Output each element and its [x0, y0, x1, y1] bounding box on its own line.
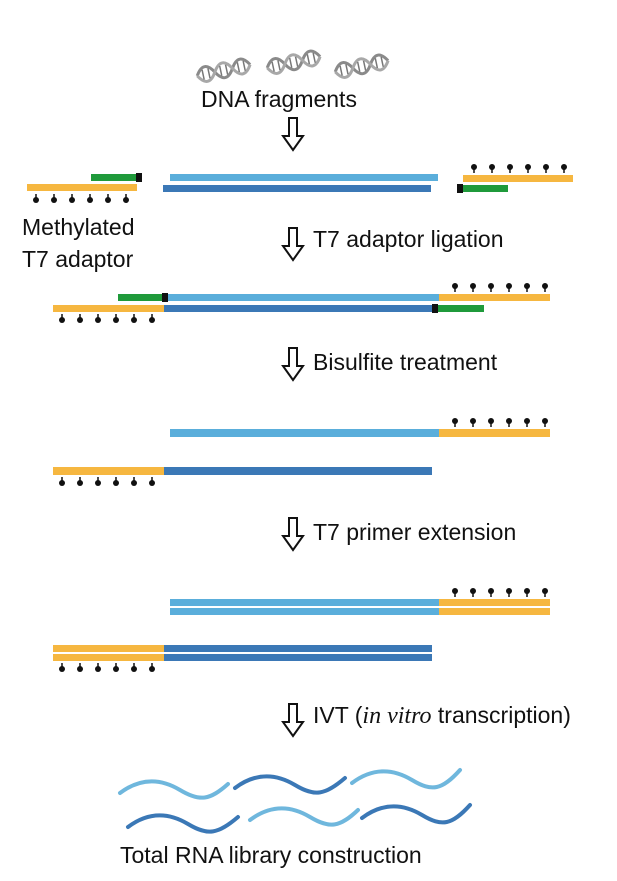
step-ligation-label: T7 adaptor ligation: [313, 226, 504, 252]
bisulfite-top-methyl-groups: [451, 417, 549, 428]
rna-transcript: [350, 768, 462, 790]
arrow-extension-icon: [282, 517, 304, 551]
right-adaptor-strand: [463, 175, 573, 182]
left-primer-strand: [91, 174, 136, 181]
arrow-ivt-icon: [282, 703, 304, 737]
rna-transcript: [233, 774, 347, 795]
rna-transcripts-icon: [118, 768, 472, 834]
ligated-bottom-cap: [432, 304, 438, 313]
ivt-prefix: IVT (: [313, 702, 363, 728]
ivt-suffix: transcription): [431, 702, 571, 728]
extension-top-adaptor-a: [439, 599, 550, 606]
fragment-top-strand: [170, 174, 438, 181]
arrow-bisulfite-icon: [282, 347, 304, 381]
ligated-bottom-methyl-groups: [58, 313, 156, 324]
bisulfite-top-fragment: [170, 429, 439, 437]
ligated-bottom-fragment: [164, 305, 432, 312]
step-extension-label: T7 primer extension: [313, 519, 517, 545]
stage-ligated: [53, 282, 550, 324]
extension-top-adaptor-b: [439, 608, 550, 615]
rna-transcript: [360, 803, 472, 825]
extension-bottom-methyl-groups: [58, 662, 156, 673]
right-adaptor-methyl-groups: [470, 163, 568, 174]
left-adaptor-methyl-groups: [32, 193, 130, 204]
stage-fragment-and-adaptors: [27, 163, 573, 204]
rna-transcript: [118, 779, 230, 800]
left-adaptor-strand: [27, 184, 137, 191]
bisulfite-bottom-methyl-groups: [58, 476, 156, 487]
ligated-top-fragment: [168, 294, 439, 301]
dna-fragments-label: DNA fragments: [201, 86, 357, 112]
ligated-top-methyl-groups: [451, 282, 549, 293]
step-bisulfite-label: Bisulfite treatment: [313, 349, 498, 375]
extension-bottom-fragment-b: [164, 654, 432, 661]
ligated-bottom-adaptor: [53, 305, 164, 312]
ligated-top-primer: [118, 294, 163, 301]
rna-transcript: [126, 813, 240, 834]
dna-helix-2: [265, 49, 322, 75]
extension-bottom-adaptor-a: [53, 645, 164, 652]
dna-fragments-icon: [195, 49, 390, 83]
left-adaptor-cap: [136, 173, 142, 182]
extension-top-fragment-a: [170, 599, 439, 606]
bisulfite-top-adaptor: [439, 429, 550, 437]
extension-top-methyl-groups: [451, 587, 549, 598]
dna-helix-1: [195, 57, 252, 83]
ligated-top-adaptor: [439, 294, 550, 301]
arrow-ligation-icon: [282, 227, 304, 261]
fragment-bottom-strand: [163, 185, 431, 192]
rna-transcript: [248, 806, 360, 827]
adaptor-label-line2: T7 adaptor: [22, 246, 134, 272]
right-primer-strand: [463, 185, 508, 192]
stage-extension: [53, 587, 550, 673]
bisulfite-bottom-adaptor: [53, 467, 164, 475]
arrow-to-fragments-icon: [282, 117, 304, 151]
extension-top-fragment-b: [170, 608, 439, 615]
ligated-bottom-primer: [438, 305, 484, 312]
extension-bottom-fragment-a: [164, 645, 432, 652]
ivt-italic-text: in vitro: [362, 703, 432, 729]
adaptor-label-line1: Methylated: [22, 214, 135, 240]
dna-helix-3: [333, 53, 390, 79]
step-ivt-label: IVT (in vitro transcription): [313, 702, 571, 729]
extension-bottom-adaptor-b: [53, 654, 164, 661]
ligated-top-cap: [162, 293, 168, 302]
stage-bisulfite: [53, 417, 550, 487]
bisulfite-bottom-fragment: [164, 467, 432, 475]
final-label: Total RNA library construction: [120, 842, 422, 868]
right-adaptor-cap: [457, 184, 463, 193]
